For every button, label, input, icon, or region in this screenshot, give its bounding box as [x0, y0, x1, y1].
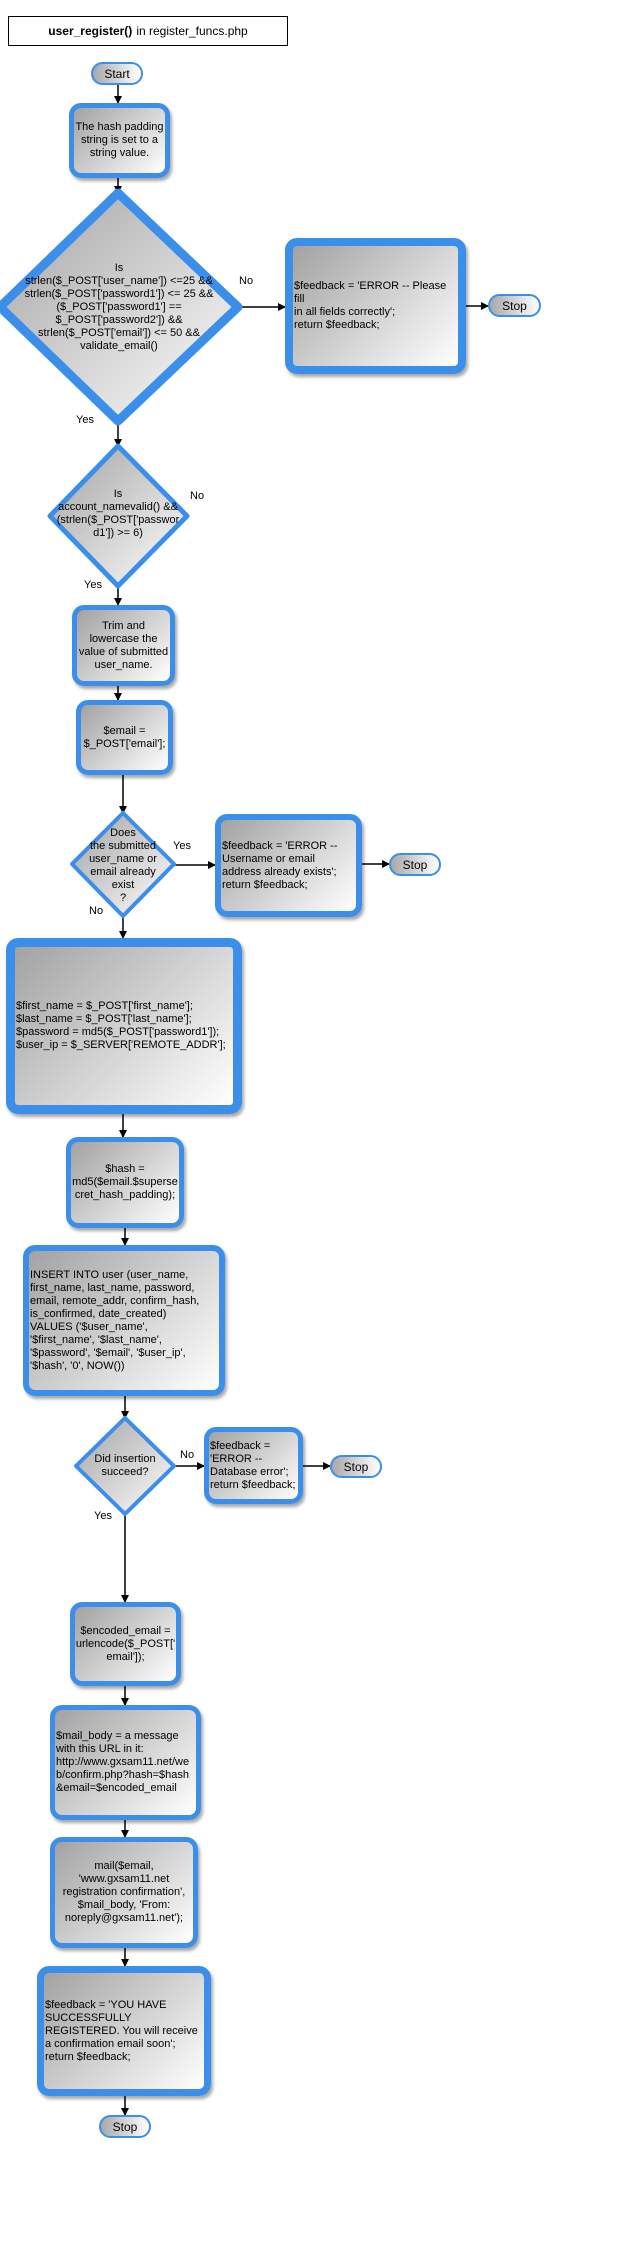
edge-label-no-4: No	[180, 1449, 195, 1461]
stop-terminal-2: Stop	[389, 853, 441, 876]
process-error-fields: $feedback = 'ERROR -- Please fill in all…	[285, 238, 466, 374]
edge-label-no-3: No	[89, 905, 104, 917]
process-insert-user: INSERT INTO user (user_name, first_name,…	[23, 1245, 225, 1396]
decision-exists-text: Does the submitted user_name or email al…	[89, 827, 157, 904]
decision-exists-shape	[70, 811, 176, 918]
process-hash-padding: The hash padding string is set to a stri…	[69, 103, 170, 178]
stop-terminal-3: Stop	[330, 1455, 382, 1478]
stop-terminal-4: Stop	[99, 2115, 151, 2138]
process-trim-lowercase: Trim and lowercase the value of submitte…	[72, 605, 175, 686]
edge-label-yes-2: Yes	[84, 579, 102, 591]
decision-insertok-shape	[74, 1416, 176, 1516]
edge-label-yes-4: Yes	[94, 1510, 112, 1522]
process-success-feedback: $feedback = 'YOU HAVE SUCCESSFULLY REGIS…	[37, 1966, 211, 2096]
process-error-database: $feedback = 'ERROR -- Database error'; r…	[204, 1427, 303, 1504]
process-hash-compute: $hash = md5($email.$superse cret_hash_pa…	[66, 1137, 184, 1228]
process-send-mail: mail($email, 'www.gxsam11.net registrati…	[50, 1837, 198, 1948]
start-terminal: Start	[91, 62, 143, 85]
stop-terminal-1: Stop	[488, 294, 541, 317]
decision-insertok-text: Did insertion succeed?	[94, 1453, 156, 1478]
decision-validate-shape	[0, 188, 243, 426]
edge-label-no-1: No	[239, 275, 254, 287]
decision-validate-text: Is strlen($_POST['user_name']) <=25 && s…	[24, 261, 214, 352]
process-error-exists: $feedback = 'ERROR -- Username or email …	[215, 814, 362, 917]
edge-label-no-2: No	[190, 490, 205, 502]
decision-namevalid-shape	[47, 443, 190, 589]
process-assign-user-fields: $first_name = $_POST['first_name']; $las…	[6, 938, 242, 1114]
function-file: in register_funcs.php	[136, 24, 248, 38]
edge-label-yes-1: Yes	[76, 414, 94, 426]
process-mail-body: $mail_body = a message with this URL in …	[50, 1705, 201, 1820]
function-title-box: user_register() in register_funcs.php	[8, 16, 288, 46]
function-name: user_register()	[48, 24, 133, 38]
process-email-assign: $email = $_POST['email'];	[76, 700, 173, 775]
edge-label-yes-3: Yes	[173, 840, 191, 852]
process-encode-email: $encoded_email = urlencode($_POST[' emai…	[70, 1602, 181, 1686]
decision-namevalid-text: Is account_namevalid() && (strlen($_POST…	[56, 488, 180, 539]
